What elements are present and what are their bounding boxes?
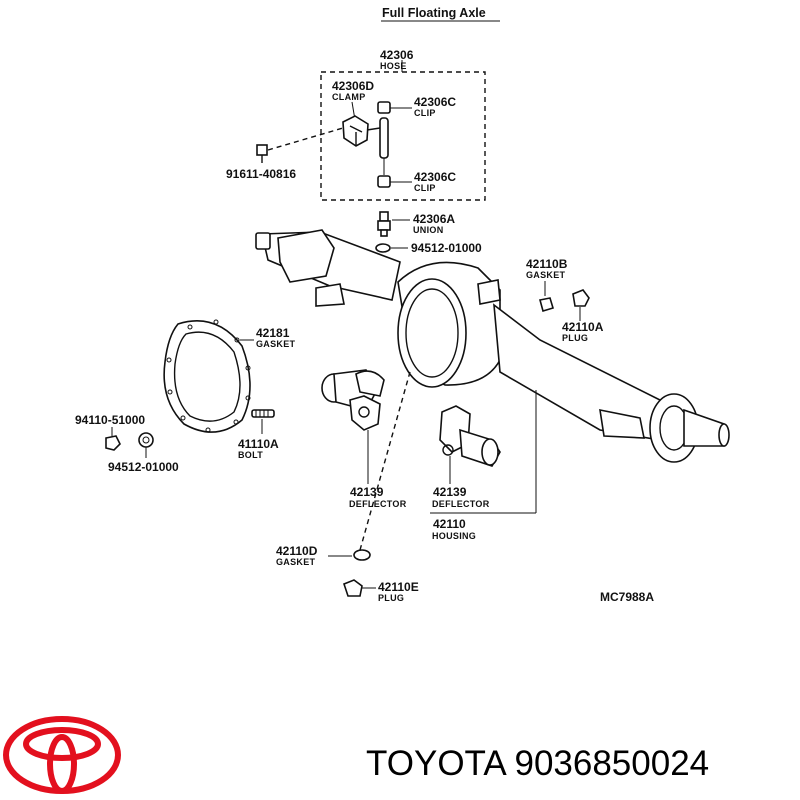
svg-text:GASKET: GASKET: [276, 557, 316, 567]
cover-gasket-part: [163, 319, 251, 433]
plug-42110e-part: [343, 579, 363, 597]
svg-text:42110B: 42110B: [526, 257, 568, 271]
hose-assembly-box: [320, 71, 486, 201]
label-washer-union[interactable]: 94512-01000: [411, 241, 482, 255]
svg-text:42306A: 42306A: [413, 212, 455, 226]
brand-part-number: 9036850024: [514, 744, 709, 783]
svg-text:42110E: 42110E: [378, 580, 419, 594]
label-gasket-42110b[interactable]: 42110B GASKET: [526, 257, 568, 280]
svg-text:94512-01000: 94512-01000: [108, 460, 179, 474]
toyota-logo-icon: [3, 716, 121, 794]
svg-text:91611-40816: 91611-40816: [226, 167, 296, 181]
label-gasket-42110d[interactable]: 42110D GASKET: [276, 544, 318, 567]
plug-42110a-part: [572, 289, 590, 307]
deflector-right-part: [439, 405, 501, 467]
svg-text:CLIP: CLIP: [414, 183, 436, 193]
svg-text:42306C: 42306C: [414, 170, 456, 184]
svg-text:GASKET: GASKET: [526, 270, 566, 280]
axle-housing-part: [255, 229, 730, 463]
label-plug-42110a[interactable]: 42110A PLUG: [562, 320, 604, 343]
label-housing[interactable]: 42110 HOUSING: [432, 517, 476, 541]
svg-text:CLAMP: CLAMP: [332, 92, 366, 102]
brand-name-and-part-number: TOYOTA 9036850024: [366, 744, 709, 783]
label-clamp[interactable]: 42306D CLAMP: [332, 79, 374, 102]
nut-94110-part: [105, 435, 121, 451]
label-hose[interactable]: 42306 HOSE: [380, 48, 414, 71]
svg-text:BOLT: BOLT: [238, 450, 263, 460]
label-gasket-42181[interactable]: 42181 GASKET: [256, 326, 296, 349]
deflector-left-part: [321, 369, 385, 431]
svg-text:CLIP: CLIP: [414, 108, 436, 118]
label-clip-top[interactable]: 42306C CLIP: [414, 95, 456, 118]
label-bolt-41110a[interactable]: 41110A BOLT: [238, 437, 279, 460]
svg-text:42110A: 42110A: [562, 320, 604, 334]
svg-text:UNION: UNION: [413, 225, 444, 235]
gasket-42110b-part: [539, 297, 554, 313]
label-clip-bottom[interactable]: 42306C CLIP: [414, 170, 456, 193]
svg-text:42110: 42110: [433, 517, 466, 531]
diagram-title: Full Floating Axle: [382, 6, 486, 20]
svg-text:94512-01000: 94512-01000: [411, 241, 482, 255]
svg-text:42139: 42139: [350, 485, 384, 499]
svg-text:DEFLECTOR: DEFLECTOR: [349, 499, 407, 509]
gasket-42110d-part: [353, 549, 371, 561]
brand-name: TOYOTA: [366, 744, 507, 783]
label-washer-cover[interactable]: 94512-01000: [108, 460, 179, 474]
svg-text:PLUG: PLUG: [378, 593, 404, 603]
label-nut-94110[interactable]: 94110-51000: [75, 413, 145, 427]
svg-text:GASKET: GASKET: [256, 339, 296, 349]
svg-text:PLUG: PLUG: [562, 333, 588, 343]
clamp-part: [342, 115, 369, 147]
hose-bolt-dashed-path: [267, 127, 344, 151]
drawing-code: MC7988A: [600, 590, 654, 604]
hose-tube-part: [366, 117, 389, 175]
svg-text:42306D: 42306D: [332, 79, 374, 93]
svg-text:42306: 42306: [380, 48, 414, 62]
hose-bolt-part: [256, 144, 268, 163]
stud-bolt-part: [251, 409, 275, 418]
svg-text:42181: 42181: [256, 326, 290, 340]
clip-bottom-part: [377, 175, 391, 188]
svg-text:HOSE: HOSE: [380, 61, 407, 71]
union-washer-part: [375, 243, 391, 253]
svg-text:42306C: 42306C: [414, 95, 456, 109]
label-deflector-right[interactable]: 42139 DEFLECTOR: [432, 485, 490, 509]
drain-plug-dashed-path: [359, 371, 411, 551]
washer-cover-part: [138, 432, 154, 448]
svg-text:94110-51000: 94110-51000: [75, 413, 145, 427]
svg-text:42139: 42139: [433, 485, 467, 499]
svg-text:HOUSING: HOUSING: [432, 531, 476, 541]
svg-text:41110A: 41110A: [238, 437, 279, 451]
label-union[interactable]: 42306A UNION: [413, 212, 455, 235]
label-bolt-hose[interactable]: 91611-40816: [226, 167, 296, 181]
svg-text:DEFLECTOR: DEFLECTOR: [432, 499, 490, 509]
svg-text:42110D: 42110D: [276, 544, 318, 558]
clip-top-part: [377, 101, 391, 114]
label-plug-42110e[interactable]: 42110E PLUG: [378, 580, 419, 603]
union-part: [377, 211, 391, 237]
